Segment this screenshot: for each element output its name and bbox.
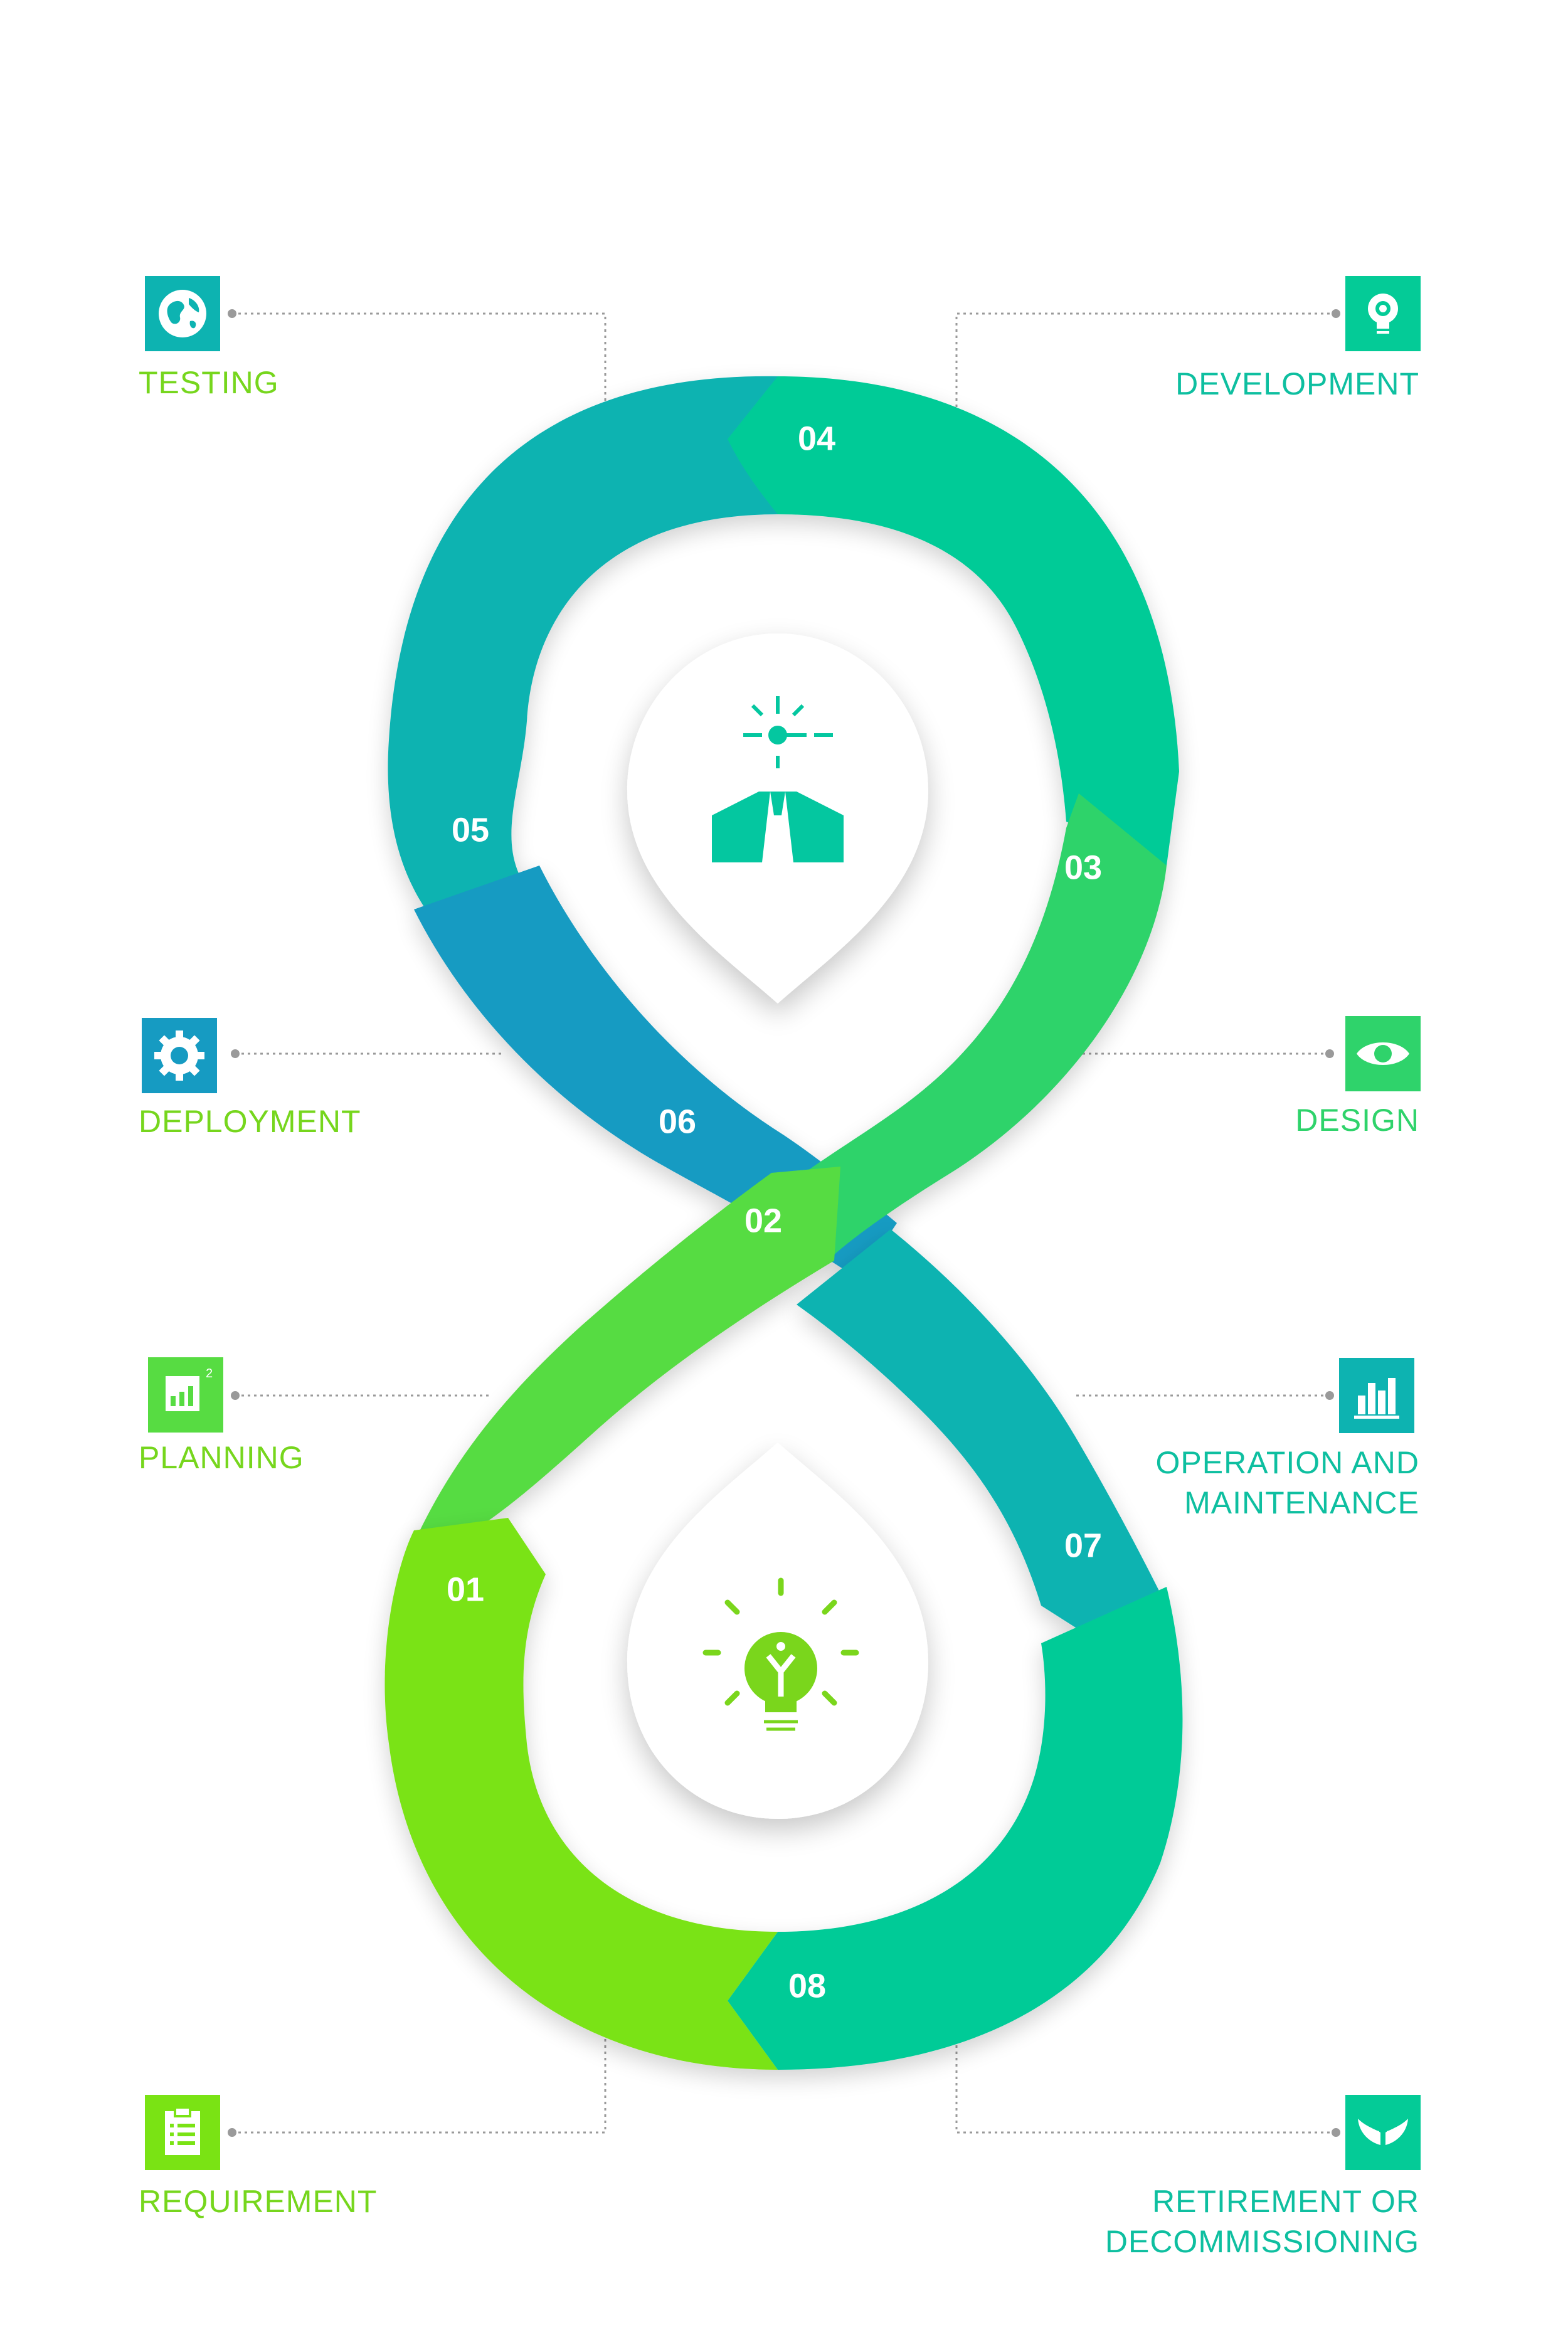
connector-requirement bbox=[232, 2026, 607, 2134]
businessman-idea-icon bbox=[712, 696, 844, 862]
segment-number-04: 04 bbox=[798, 420, 835, 457]
requirement-label: REQUIREMENT bbox=[139, 2184, 378, 2219]
deployment-tile bbox=[142, 1018, 217, 1093]
bar-chart-squared-icon: 2 bbox=[166, 1367, 213, 1411]
svg-text:2: 2 bbox=[206, 1367, 213, 1380]
testing-tile bbox=[145, 276, 220, 351]
segment-numbers: 01 02 03 04 05 06 07 08 bbox=[447, 420, 1102, 2005]
design-label: DESIGN bbox=[1295, 1103, 1419, 1138]
design-tile bbox=[1345, 1016, 1421, 1091]
testing-label: TESTING bbox=[139, 365, 279, 400]
operation-tile bbox=[1339, 1358, 1414, 1433]
segment-number-06: 06 bbox=[659, 1103, 696, 1140]
segment-number-05: 05 bbox=[452, 811, 489, 849]
wings-icon bbox=[1358, 2119, 1408, 2145]
segment-08-shape bbox=[728, 1587, 1183, 2070]
connector-retirement bbox=[955, 2029, 1336, 2134]
segment-number-07: 07 bbox=[1064, 1527, 1102, 1564]
retirement-label: RETIREMENT OR DECOMMISSIONING bbox=[1104, 2184, 1419, 2259]
connector-lines bbox=[232, 312, 1336, 2134]
segment-07-shape bbox=[797, 1229, 1167, 1650]
connector-development bbox=[955, 312, 1336, 414]
development-tile bbox=[1345, 276, 1421, 351]
segment-04-shape bbox=[728, 376, 1179, 866]
segment-number-03: 03 bbox=[1064, 849, 1102, 886]
segment-02-shape bbox=[414, 1167, 840, 1543]
segment-number-08: 08 bbox=[788, 1967, 826, 2005]
segment-number-01: 01 bbox=[447, 1571, 484, 1608]
gear-icon bbox=[154, 1030, 204, 1081]
segment-01-shape bbox=[384, 1518, 778, 2070]
connector-dots bbox=[228, 309, 1340, 2137]
deployment-label: DEPLOYMENT bbox=[139, 1104, 361, 1139]
planning-label: PLANNING bbox=[139, 1440, 304, 1475]
segment-number-02: 02 bbox=[744, 1202, 782, 1239]
planning-tile: 2 bbox=[148, 1357, 223, 1433]
bar-chart-icon bbox=[1354, 1378, 1399, 1419]
development-label: DEVELOPMENT bbox=[1175, 366, 1419, 401]
lightbulb-gear-icon bbox=[1368, 294, 1398, 334]
eye-icon bbox=[1357, 1042, 1409, 1065]
operation-label: OPERATION AND MAINTENANCE bbox=[1155, 1445, 1419, 1520]
connector-testing bbox=[232, 312, 607, 417]
retirement-tile bbox=[1345, 2095, 1421, 2170]
segment-05-shape bbox=[388, 376, 778, 941]
lightbulb-icon bbox=[702, 1577, 859, 1731]
segment-03-shape bbox=[771, 793, 1167, 1261]
top-drop bbox=[627, 633, 928, 1004]
globe-icon bbox=[159, 290, 206, 337]
requirement-tile bbox=[145, 2095, 220, 2170]
clipboard-icon bbox=[165, 2106, 200, 2155]
bottom-drop bbox=[627, 1443, 928, 1819]
